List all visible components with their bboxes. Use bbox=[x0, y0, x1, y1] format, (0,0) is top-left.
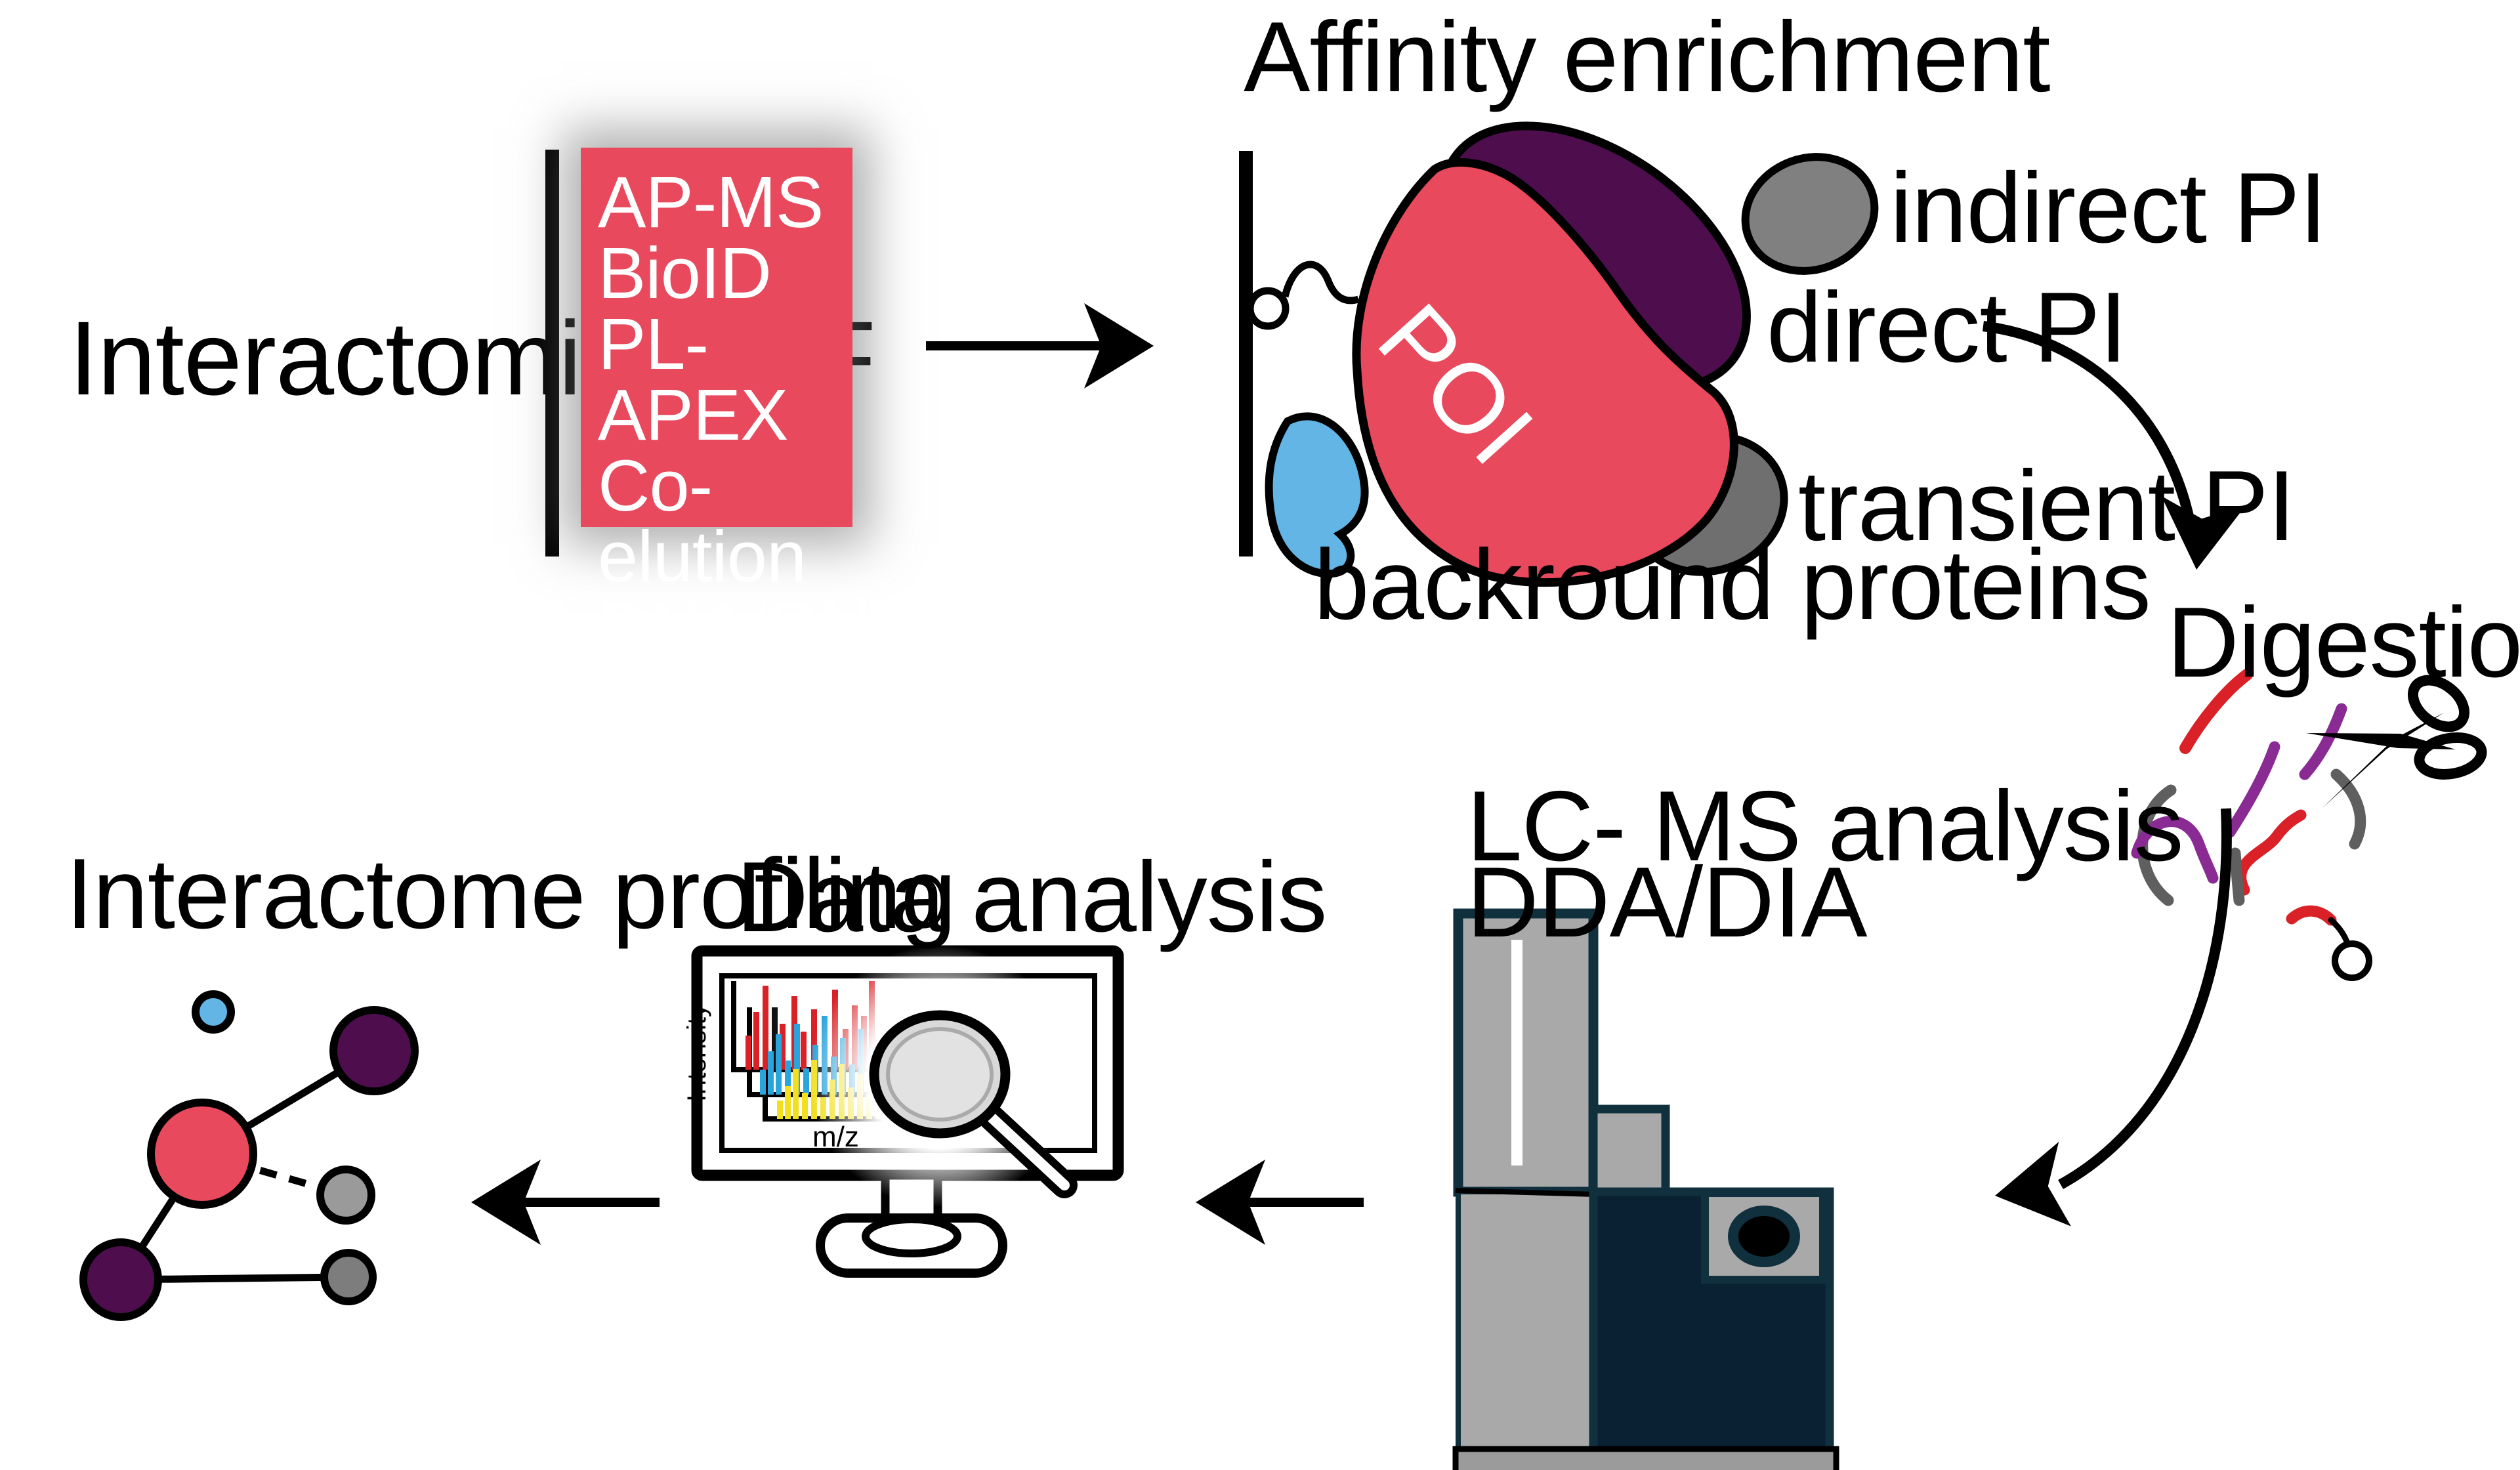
spectrum-blue-bar bbox=[803, 1068, 809, 1095]
peptide-red-1 bbox=[2179, 669, 2253, 754]
spectrum-blue-bar bbox=[760, 1070, 766, 1095]
spectrum-red-bar bbox=[772, 1007, 778, 1070]
peptide-anchor-circle bbox=[2332, 940, 2372, 981]
scissors-icon bbox=[2306, 675, 2487, 809]
peptide-tail bbox=[2328, 917, 2351, 948]
spectrum-yellow-bar bbox=[777, 1101, 783, 1119]
arrow-methods-to-affinity bbox=[926, 303, 1154, 388]
direct-pi-label: direct PI bbox=[1767, 272, 2128, 383]
spectrum-xlabel: m/z bbox=[812, 1121, 859, 1153]
arrow-affinity-to-digestion bbox=[1983, 321, 2246, 570]
indirect-pi-label: indirect PI bbox=[1890, 152, 2327, 264]
method-item: PL-APEX bbox=[598, 304, 788, 455]
arrow-lcms-to-data bbox=[1196, 1160, 1364, 1245]
ms-inlet-port bbox=[1728, 1206, 1800, 1267]
background-protein-blob bbox=[1265, 412, 1369, 578]
background-proteins-label: backround proteins bbox=[1314, 529, 2151, 640]
transient-pi-node bbox=[320, 1249, 377, 1305]
peptide-red-3 bbox=[2286, 905, 2337, 926]
data-analysis-title: Data analysis bbox=[736, 841, 1327, 953]
poi-node bbox=[147, 1099, 257, 1209]
transient-pi-label: transient PI bbox=[1798, 450, 2296, 562]
spectrum-red-bar bbox=[753, 1012, 759, 1070]
peptide-purple-1 bbox=[2299, 703, 2347, 780]
spectrum-yellow-bar bbox=[785, 1086, 791, 1119]
spectrum-ylabel: Intensity bbox=[682, 1004, 711, 1102]
spectrum-red-bar bbox=[801, 1032, 807, 1070]
peptide-gray-3 bbox=[2330, 768, 2366, 850]
lc-column-window bbox=[1511, 940, 1522, 1166]
method-item: Co-elution bbox=[598, 446, 807, 597]
lc-column bbox=[1453, 908, 1599, 1197]
indirect-pi-shape bbox=[1741, 153, 1879, 275]
lcms-instrument bbox=[1452, 908, 1839, 1470]
magnifier-icon bbox=[808, 945, 1078, 1208]
spectrum-red-bar bbox=[763, 986, 768, 1070]
spectrum-yellow-bar bbox=[793, 1069, 799, 1119]
peptide-purple-3 bbox=[2131, 816, 2219, 884]
spectrum-blue-bar bbox=[776, 1034, 782, 1095]
indirect-pi-node bbox=[329, 1006, 419, 1095]
arrow-data-to-interactome bbox=[471, 1160, 660, 1245]
poi-shape bbox=[1352, 158, 1738, 587]
weak-pi-node bbox=[316, 1166, 375, 1225]
background-protein-node bbox=[192, 990, 235, 1034]
methods-box: AP-MS BioID PL-APEX Co-elution DNA/RNA bbox=[581, 148, 919, 664]
instrument-base bbox=[1452, 1446, 1839, 1470]
spectrum-blue-bar bbox=[785, 1060, 791, 1095]
affinity-support-bar bbox=[1239, 151, 1253, 556]
methods-divider-bar bbox=[545, 150, 559, 556]
spectrum-red-bar bbox=[780, 1024, 786, 1070]
spectrum-yellow-bar bbox=[802, 1093, 808, 1119]
method-item: DNA/RNA bbox=[598, 587, 919, 668]
direct-pi-node bbox=[79, 1238, 162, 1321]
method-item: AP-MS bbox=[598, 162, 824, 243]
digestion-title: Digestion bbox=[2167, 587, 2520, 698]
ms-lower-left bbox=[1456, 1189, 1596, 1453]
bait-linker bbox=[1281, 261, 1360, 304]
peptide-gray-2 bbox=[2229, 847, 2245, 906]
spectrum-blue-bar bbox=[768, 1051, 774, 1095]
arrow-digestion-to-lcms bbox=[1995, 808, 2232, 1227]
peptide-red-2 bbox=[2235, 809, 2307, 896]
affinity-title: Affinity enrichment bbox=[1244, 1, 2051, 113]
bait-anchor-circle bbox=[1246, 287, 1290, 330]
lcms-title-line1: LC- MS analysis bbox=[1467, 770, 2184, 882]
peptide-fragments bbox=[2131, 669, 2366, 948]
spectrum-red-bar bbox=[746, 1036, 751, 1070]
peptide-purple-2 bbox=[2224, 741, 2280, 838]
lcms-title-line2: DDA/DIA bbox=[1467, 847, 1868, 958]
spectrum-blue-bar bbox=[794, 1024, 800, 1095]
lc-step-box bbox=[1589, 1104, 1670, 1196]
method-item: BioID bbox=[598, 233, 772, 314]
interactome-network bbox=[79, 990, 419, 1321]
interactome-title: Interactome profiling bbox=[66, 838, 956, 950]
monitor-base-hub bbox=[862, 1215, 961, 1257]
